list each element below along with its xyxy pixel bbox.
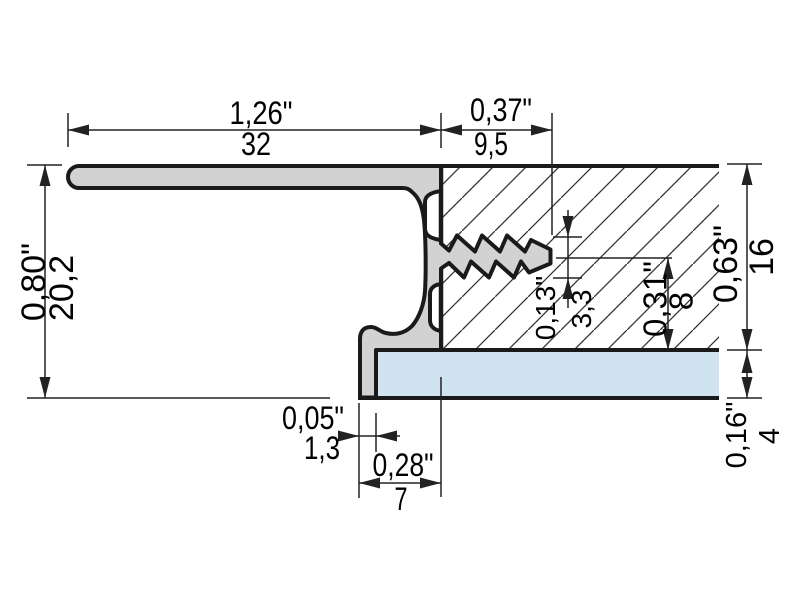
label-foot-width-inch: 0,28" — [373, 447, 434, 483]
label-anchor-thickness-inch: 0,13" — [530, 276, 561, 340]
label-anchor-offset-inch: 0,31" — [637, 261, 674, 337]
dimension-arrows — [39, 124, 753, 489]
label-foot-width-mm: 7 — [395, 481, 408, 517]
label-flange-width-inch: 1,26" — [230, 95, 293, 131]
dimension-labels-rotated: 0,80" 20,2 0,13" 3,3 0,31" 8 0,63" 16 0,… — [15, 225, 786, 469]
label-anchor-length-mm: 9,5 — [474, 126, 508, 162]
material-borders — [358, 164, 719, 400]
label-foot-lip-mm: 1,3 — [304, 430, 340, 466]
label-flange-width-mm: 32 — [241, 126, 271, 162]
label-adhesive-thickness-inch: 0,16" — [721, 402, 753, 469]
label-foot-lip-inch: 0,05" — [282, 400, 344, 436]
label-anchor-length-inch: 0,37" — [470, 92, 532, 128]
label-total-height-mm: 20,2 — [43, 255, 81, 321]
label-anchor-offset-mm: 8 — [663, 292, 700, 310]
aluminium-profile-outline — [66, 164, 553, 400]
label-adhesive-thickness-mm: 4 — [754, 428, 786, 444]
dimension-labels-horizontal: 1,26" 32 0,37" 9,5 0,05" 1,3 0,28" 7 — [230, 92, 533, 517]
label-anchor-thickness-mm: 3,3 — [566, 290, 597, 329]
label-total-height-inch: 0,80" — [15, 243, 53, 321]
adhesive-layer — [376, 350, 719, 398]
label-tile-thickness-mm: 16 — [743, 238, 781, 276]
label-tile-thickness-inch: 0,63" — [707, 225, 745, 303]
